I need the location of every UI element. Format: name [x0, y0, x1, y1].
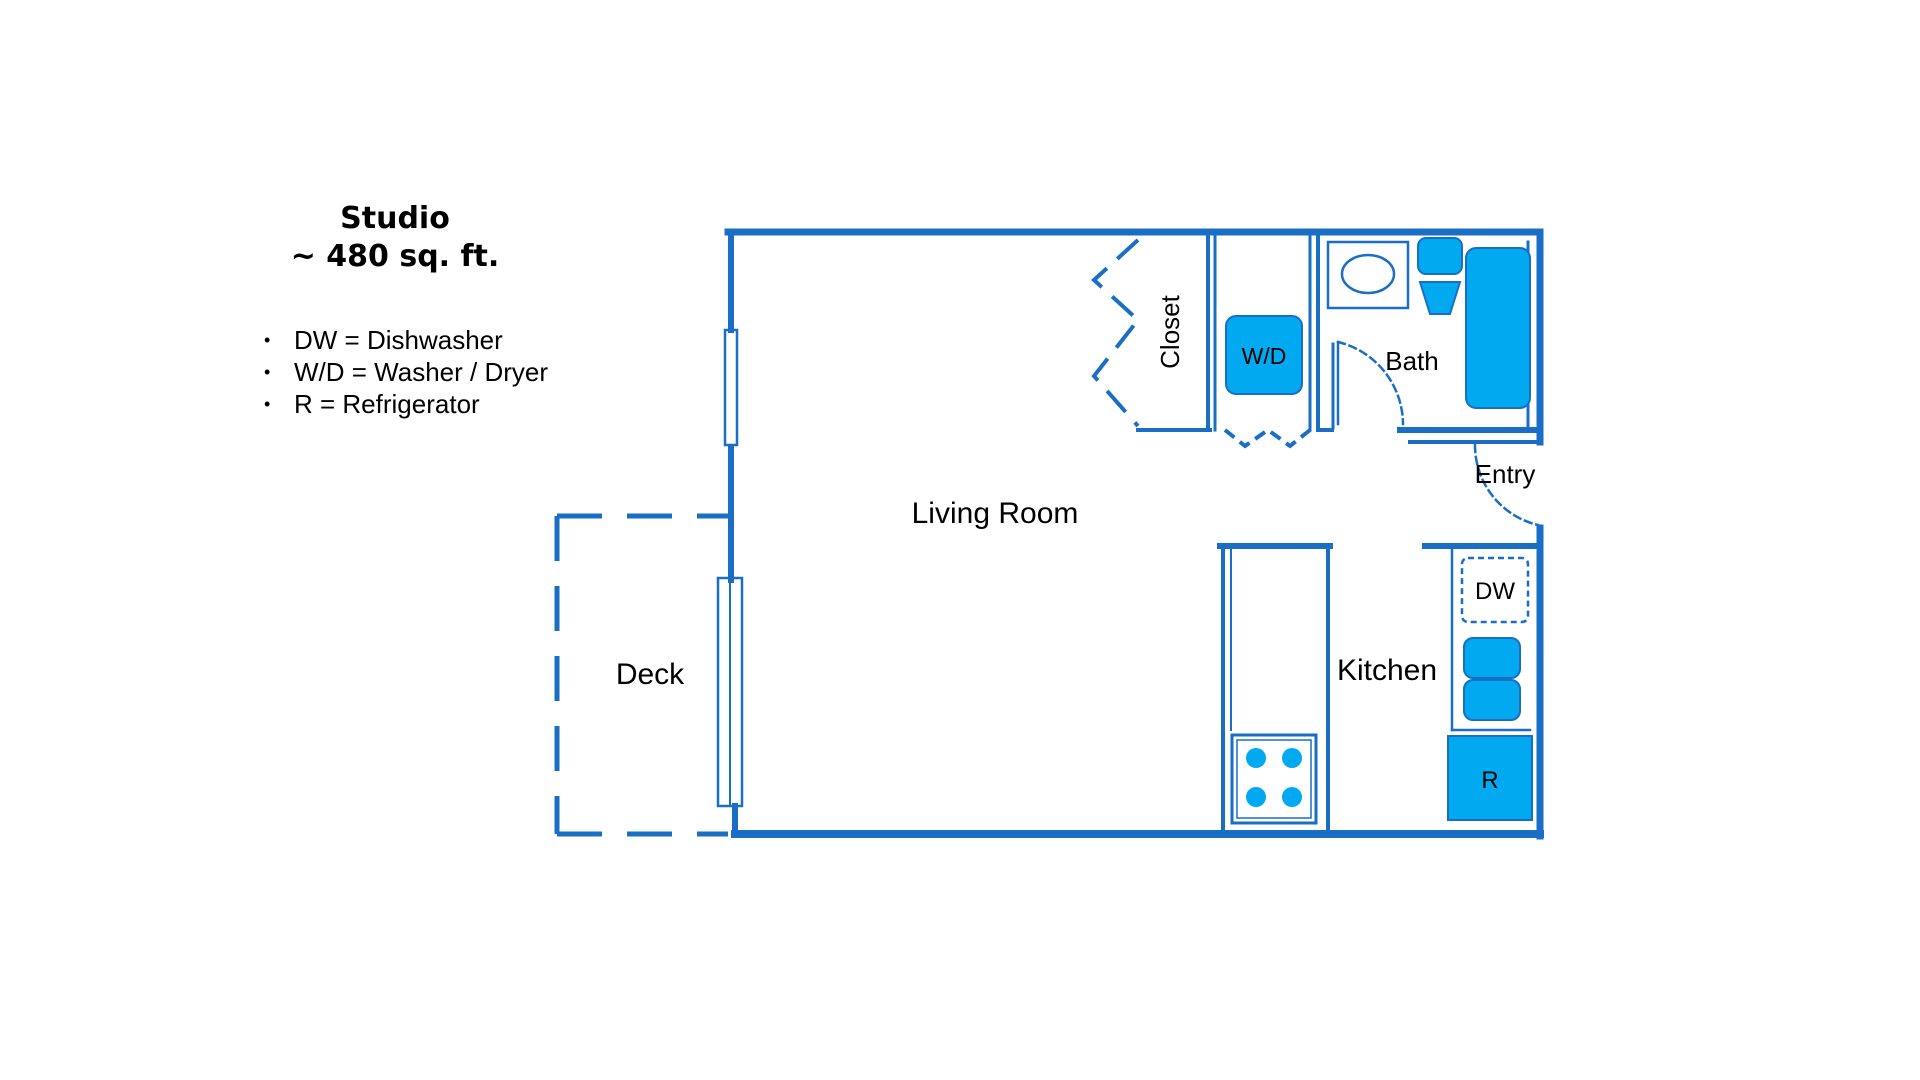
bathtub [1465, 247, 1531, 409]
room-label-kitchen: Kitchen [1337, 654, 1437, 687]
legend: DW = Dishwasher W/D = Washer / Dryer R =… [262, 324, 548, 420]
deck-outline [554, 513, 728, 837]
room-label-closet: Closet [1155, 294, 1185, 368]
legend-item-washer-dryer: W/D = Washer / Dryer [262, 356, 548, 388]
room-label-entry: Entry [1475, 459, 1536, 489]
room-label-deck: Deck [616, 658, 685, 691]
room-label-bath: Bath [1385, 346, 1439, 376]
dishwasher: DW [1460, 556, 1530, 624]
washer-dryer-label: W/D [1242, 343, 1287, 369]
washer-dryer-icon [1225, 315, 1303, 395]
washer-dryer: W/D [1225, 315, 1303, 395]
refrigerator: R [1447, 735, 1533, 821]
dishwasher-icon [1460, 556, 1530, 624]
burner-icon [1246, 748, 1266, 768]
kitchen-counter [1422, 543, 1543, 732]
outer-walls [724, 228, 1544, 840]
entry-door-swing [1473, 443, 1540, 527]
kitchen-sink [1463, 637, 1521, 721]
refrigerator-label: R [1481, 767, 1498, 794]
legend-item-dishwasher: DW = Dishwasher [262, 324, 548, 356]
legend-item-refrigerator: R = Refrigerator [262, 388, 548, 420]
plan-header: Studio ~ 480 sq. ft. [230, 200, 560, 276]
sliding-door [716, 576, 744, 808]
dishwasher-label: DW [1475, 578, 1515, 605]
laundry-nook [1213, 232, 1312, 449]
sink [1326, 240, 1410, 310]
burner-icon [1282, 787, 1302, 807]
window-left [723, 328, 739, 447]
toilet [1417, 237, 1463, 315]
burner-icon [1246, 787, 1266, 807]
stove [1230, 733, 1318, 825]
plan-title: Studio [340, 201, 450, 236]
room-label-living-room: Living Room [912, 497, 1079, 530]
kitchen-island [1217, 543, 1333, 836]
refrigerator-icon [1447, 735, 1533, 821]
bath-door-swing [1336, 340, 1405, 426]
plan-area: ~ 480 sq. ft. [290, 239, 500, 274]
closet [1091, 232, 1212, 432]
burner-icon [1282, 748, 1302, 768]
